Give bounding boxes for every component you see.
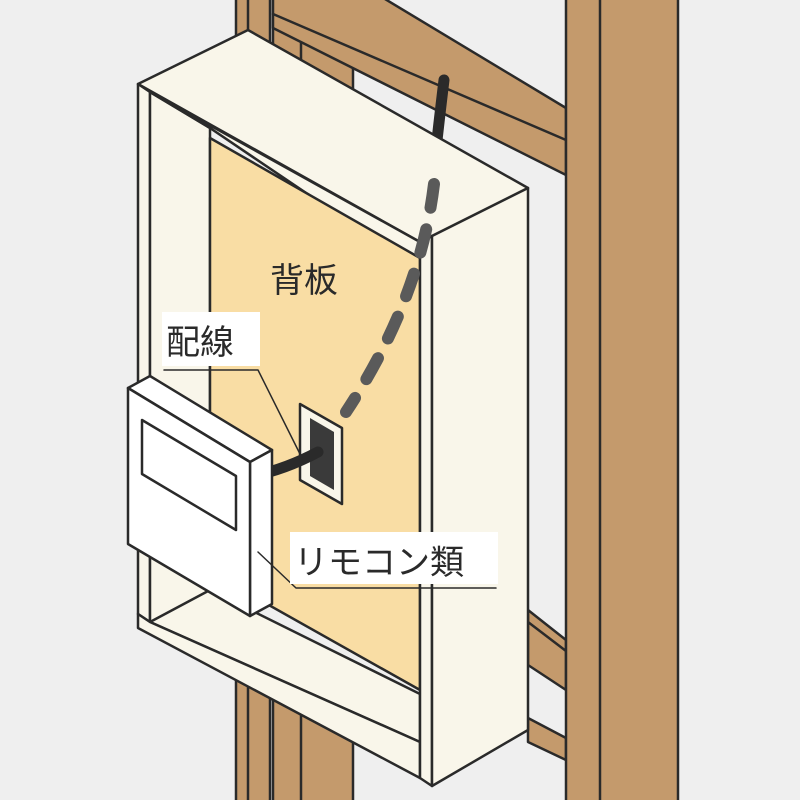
remote-label-bg	[290, 532, 498, 584]
top-beam-edge	[271, 12, 568, 142]
back-board-label: 背板	[270, 261, 338, 301]
remote-leader	[257, 551, 497, 589]
remote-display	[140, 418, 238, 532]
remote-controls-label: リモコン類	[294, 543, 464, 583]
wiring-label-bg	[162, 312, 260, 366]
lower-beam-edge	[526, 620, 568, 653]
wiring-leader	[163, 369, 303, 459]
cable-hidden-route	[340, 178, 440, 418]
remote-control	[126, 374, 274, 618]
remote-side	[248, 448, 274, 618]
wiring-label: 配線	[166, 323, 234, 363]
right-stud	[564, 0, 680, 800]
box-right-front	[418, 234, 434, 788]
box-right-side	[430, 186, 530, 788]
